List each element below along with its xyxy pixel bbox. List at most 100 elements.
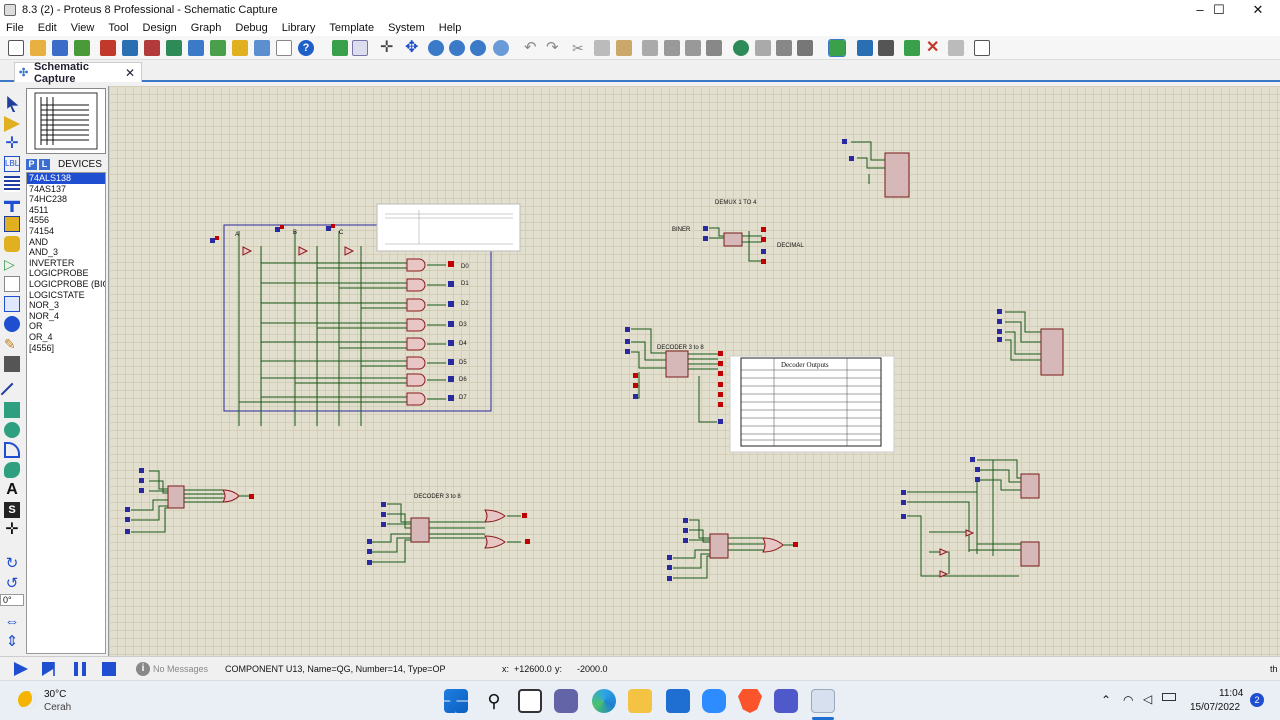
step-icon[interactable] [42, 662, 55, 676]
chat-icon[interactable] [554, 689, 578, 713]
zoom-area-icon[interactable] [493, 40, 509, 56]
brave-browser-icon[interactable] [738, 689, 762, 713]
property-tool-icon[interactable] [878, 40, 894, 56]
close-button[interactable]: ✕ [1252, 2, 1264, 17]
menu-file[interactable]: File [6, 22, 24, 34]
graph-mode-icon[interactable] [4, 276, 20, 292]
rotate-clockwise-icon[interactable]: ↻ [5, 555, 19, 572]
mirror-vertical-icon[interactable]: ⇕ [5, 633, 19, 650]
stop-icon[interactable] [102, 662, 116, 676]
marker-tool-icon[interactable]: ✛ [5, 521, 19, 538]
task-view-icon[interactable] [518, 689, 542, 713]
device-item[interactable]: 74HC238 [29, 194, 68, 205]
origin-icon[interactable]: ✛ [380, 39, 394, 56]
home-icon[interactable] [100, 40, 116, 56]
menu-graph[interactable]: Graph [190, 22, 222, 34]
volume-icon[interactable]: ◁ [1143, 692, 1153, 706]
proteus-taskbar-icon[interactable] [811, 689, 835, 713]
search-tag-icon[interactable] [857, 40, 873, 56]
block-move-icon[interactable] [664, 40, 680, 56]
symbol-tool-icon[interactable]: S [4, 502, 20, 518]
zoom-app-icon[interactable] [702, 689, 726, 713]
block-rotate-icon[interactable] [685, 40, 701, 56]
3d-view-icon[interactable] [188, 40, 204, 56]
pick-devices-button[interactable]: P [26, 158, 37, 170]
device-item[interactable]: 4556 [29, 215, 50, 226]
terminals-mode-icon[interactable] [4, 236, 20, 252]
make-device-icon[interactable] [755, 40, 771, 56]
start-icon[interactable] [444, 689, 468, 713]
menu-system[interactable]: System [388, 22, 425, 34]
exit-parent-icon[interactable] [948, 40, 964, 56]
path-tool-icon[interactable] [4, 462, 20, 478]
menu-help[interactable]: Help [438, 22, 462, 34]
grid-toggle-icon[interactable] [352, 40, 368, 56]
new-sheet-icon[interactable] [904, 40, 920, 56]
voltage-probe-icon[interactable]: ✎ [4, 336, 16, 352]
menu-edit[interactable]: Edit [37, 22, 57, 34]
packaging-icon[interactable] [776, 40, 792, 56]
zoom-out-icon[interactable] [449, 40, 465, 56]
rotate-anticlockwise-icon[interactable]: ↺ [5, 575, 19, 592]
menu-tool[interactable]: Tool [108, 22, 129, 34]
import-icon[interactable] [74, 40, 90, 56]
device-item[interactable]: LOGICPROBE [29, 268, 89, 279]
box-tool-icon[interactable] [4, 402, 20, 418]
notification-badge[interactable]: 2 [1250, 693, 1264, 707]
block-copy-icon[interactable] [642, 40, 658, 56]
device-item[interactable]: 74AS137 [29, 183, 67, 194]
device-pins-mode-icon[interactable]: ▷ [4, 256, 15, 272]
redo-icon[interactable]: ↷ [546, 39, 559, 56]
dollar-icon[interactable] [232, 40, 248, 56]
clock-time[interactable]: 11:04 [1219, 688, 1244, 699]
schematic-canvas[interactable]: D0 D1 D2 D3 D4 D5 D6 D7 A B C DEMUX 1 TO… [108, 86, 1280, 656]
buses-mode-icon[interactable] [4, 200, 20, 212]
device-item[interactable]: OR [29, 321, 43, 332]
device-item[interactable]: 74ALS138 [27, 173, 105, 184]
wifi-icon[interactable]: ◠ [1123, 693, 1134, 707]
arc-tool-icon[interactable] [4, 442, 20, 458]
device-item[interactable]: NOR_4 [29, 310, 60, 321]
overview-window[interactable] [26, 88, 106, 154]
generator-mode-icon[interactable] [4, 316, 20, 332]
chevron-up-icon[interactable]: ⌃ [1101, 693, 1112, 707]
pick-parts-icon[interactable] [733, 40, 749, 56]
bom-icon[interactable] [210, 40, 226, 56]
gerber-icon[interactable] [166, 40, 182, 56]
play-icon[interactable] [14, 662, 28, 676]
refresh-icon[interactable] [332, 40, 348, 56]
circle-tool-icon[interactable] [4, 422, 20, 438]
mirror-horizontal-icon[interactable]: ⇔ [4, 613, 20, 630]
minimize-button[interactable]: – [1196, 2, 1204, 17]
device-item[interactable]: LOGICPROBE (BIG) [29, 278, 106, 289]
device-item[interactable]: NOR_3 [29, 300, 60, 311]
zoom-in-icon[interactable] [428, 40, 444, 56]
decompose-icon[interactable] [797, 40, 813, 56]
schematic-icon[interactable] [122, 40, 138, 56]
wire-autorouter-icon[interactable] [828, 39, 846, 57]
open-folder-icon[interactable] [30, 40, 46, 56]
subcircuit-mode-icon[interactable] [4, 216, 20, 232]
battery-icon[interactable] [1162, 693, 1176, 701]
pause-icon[interactable] [74, 662, 86, 676]
device-item[interactable]: [4556] [29, 342, 55, 353]
notes-icon[interactable] [276, 40, 292, 56]
menu-debug[interactable]: Debug [235, 22, 268, 34]
maximize-button[interactable]: ☐ [1213, 2, 1225, 17]
tape-recorder-icon[interactable] [4, 296, 20, 312]
device-item[interactable]: AND [29, 236, 49, 247]
message-status[interactable]: No Messages [153, 664, 209, 674]
wire-label-mode-icon[interactable]: LBL [4, 156, 20, 172]
rotation-field[interactable]: 0° [0, 594, 24, 606]
copy-icon[interactable] [594, 40, 610, 56]
design-explorer-icon[interactable] [974, 40, 990, 56]
teams-icon[interactable] [774, 689, 798, 713]
paste-icon[interactable] [616, 40, 632, 56]
undo-icon[interactable]: ↶ [524, 39, 537, 56]
device-item[interactable]: 4511 [29, 204, 49, 215]
tab-close-icon[interactable]: ✕ [124, 65, 135, 80]
device-item[interactable]: LOGICSTATE [29, 289, 85, 300]
vsm-icon[interactable] [254, 40, 270, 56]
device-item[interactable]: 74154 [29, 225, 55, 236]
mail-icon[interactable] [666, 689, 690, 713]
